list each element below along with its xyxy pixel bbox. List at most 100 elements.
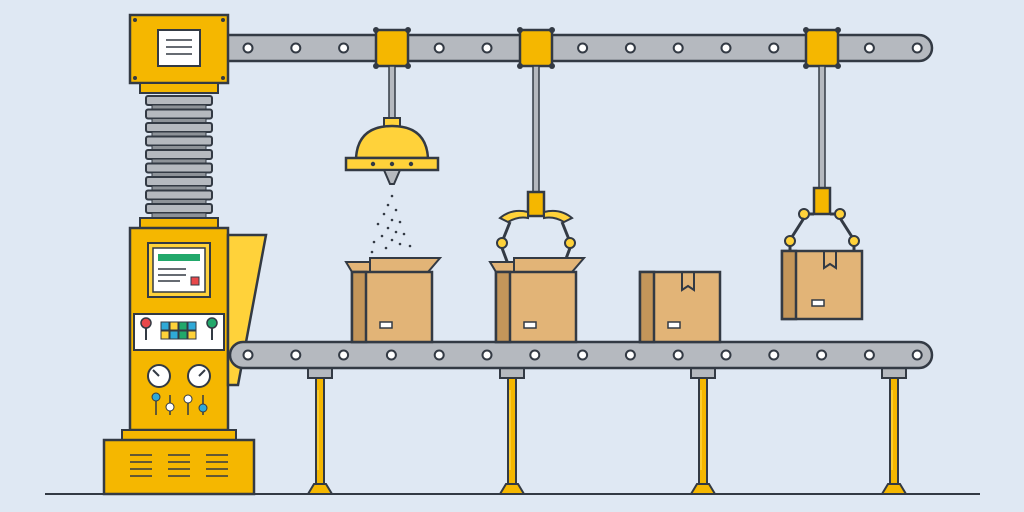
spring-coil bbox=[145, 149, 213, 160]
station-claw-open bbox=[496, 27, 576, 265]
belt-roller bbox=[481, 349, 493, 361]
spray-particle bbox=[386, 226, 390, 230]
control-knobs[interactable] bbox=[151, 392, 208, 415]
press-machine bbox=[102, 13, 268, 496]
belt-roller bbox=[624, 349, 636, 361]
belt-roller bbox=[577, 349, 589, 361]
spring-coil bbox=[145, 176, 213, 187]
leg-foot bbox=[306, 483, 334, 495]
leg-clamp bbox=[307, 367, 333, 379]
spray-particle bbox=[370, 250, 374, 254]
spring-coil bbox=[145, 108, 213, 120]
belt-roller bbox=[577, 42, 589, 54]
screen-red-indicator bbox=[190, 276, 200, 286]
main-belt-rollers bbox=[242, 349, 923, 361]
leg-clamp bbox=[690, 367, 716, 379]
trolley bbox=[518, 28, 554, 68]
panel-button[interactable] bbox=[187, 321, 197, 331]
conveyor-leg bbox=[889, 377, 899, 485]
panel-button[interactable] bbox=[178, 330, 188, 340]
belt-roller bbox=[242, 349, 254, 361]
leg-clamp bbox=[881, 367, 907, 379]
spray-particle bbox=[402, 232, 406, 236]
spray-particle bbox=[386, 203, 390, 207]
conveyor-leg bbox=[698, 377, 708, 485]
panel-button[interactable] bbox=[187, 330, 197, 340]
cardboard-box-icon bbox=[344, 257, 443, 344]
belt-roller bbox=[911, 42, 923, 54]
belt-roller bbox=[768, 42, 780, 54]
panel-button[interactable] bbox=[160, 330, 170, 340]
belt-roller bbox=[816, 349, 828, 361]
spray-particle bbox=[380, 234, 384, 238]
spray-particle bbox=[382, 212, 386, 216]
leg-foot bbox=[689, 483, 717, 495]
belt-roller bbox=[433, 42, 445, 54]
station-spray bbox=[344, 27, 440, 254]
cardboard-box-icon bbox=[488, 257, 587, 344]
leg-clamp bbox=[499, 367, 525, 379]
belt-roller bbox=[290, 42, 302, 54]
panel-button[interactable] bbox=[160, 321, 170, 331]
panel-button[interactable] bbox=[169, 330, 179, 340]
belt-roller bbox=[768, 349, 780, 361]
trolley bbox=[804, 28, 840, 68]
spring-coil bbox=[145, 95, 213, 106]
panel-button[interactable] bbox=[169, 321, 179, 331]
spray-particle bbox=[376, 222, 380, 226]
cardboard-box-icon bbox=[638, 270, 722, 344]
robotic-claw-icon bbox=[784, 186, 860, 264]
document-lines-icon bbox=[157, 29, 201, 67]
trolley bbox=[374, 28, 410, 68]
gauge-icon bbox=[187, 364, 211, 388]
spring-coil bbox=[145, 135, 213, 147]
belt-roller bbox=[624, 42, 636, 54]
spray-particle bbox=[390, 238, 394, 242]
machine-base bbox=[102, 438, 256, 496]
conveyor-leg bbox=[507, 377, 517, 485]
dome-lamp-icon bbox=[344, 117, 440, 185]
belt-roller bbox=[529, 349, 541, 361]
spring-coil bbox=[145, 189, 213, 201]
spring-coil bbox=[145, 162, 213, 174]
belt-roller bbox=[433, 349, 445, 361]
leg-foot bbox=[498, 483, 526, 495]
belt-roller bbox=[863, 349, 875, 361]
conveyor-leg bbox=[315, 377, 325, 485]
spray-particle bbox=[372, 240, 376, 244]
belt-roller bbox=[911, 349, 923, 361]
leg-foot bbox=[880, 483, 908, 495]
belt-roller bbox=[720, 42, 732, 54]
conveyor-legs bbox=[306, 367, 908, 495]
station-claw-holding bbox=[780, 27, 864, 321]
spring-coil bbox=[145, 203, 213, 214]
belt-roller bbox=[290, 349, 302, 361]
spray-particle bbox=[398, 242, 402, 246]
spray-particle bbox=[408, 244, 412, 248]
button-grid[interactable] bbox=[160, 321, 197, 340]
spray-particle bbox=[394, 208, 398, 212]
spray-particle bbox=[390, 218, 394, 222]
robotic-claw-icon bbox=[496, 190, 576, 265]
belt-roller bbox=[338, 349, 350, 361]
base-vents bbox=[130, 454, 228, 477]
spray-particle bbox=[384, 246, 388, 250]
spray-particle bbox=[394, 230, 398, 234]
spring-column bbox=[145, 95, 213, 218]
belt-roller bbox=[338, 42, 350, 54]
belt-roller bbox=[385, 349, 397, 361]
spray-particle bbox=[398, 220, 402, 224]
belt-roller bbox=[481, 42, 493, 54]
belt-roller bbox=[672, 349, 684, 361]
spray-particle bbox=[390, 194, 394, 198]
screen-green-bar bbox=[158, 254, 200, 261]
panel-button[interactable] bbox=[178, 321, 188, 331]
green-lever[interactable] bbox=[206, 317, 218, 340]
main-conveyor bbox=[228, 340, 934, 495]
spray-particles bbox=[370, 194, 412, 254]
belt-roller bbox=[720, 349, 732, 361]
spring-coil bbox=[145, 122, 213, 133]
red-lever[interactable] bbox=[140, 317, 152, 340]
belt-roller bbox=[863, 42, 875, 54]
